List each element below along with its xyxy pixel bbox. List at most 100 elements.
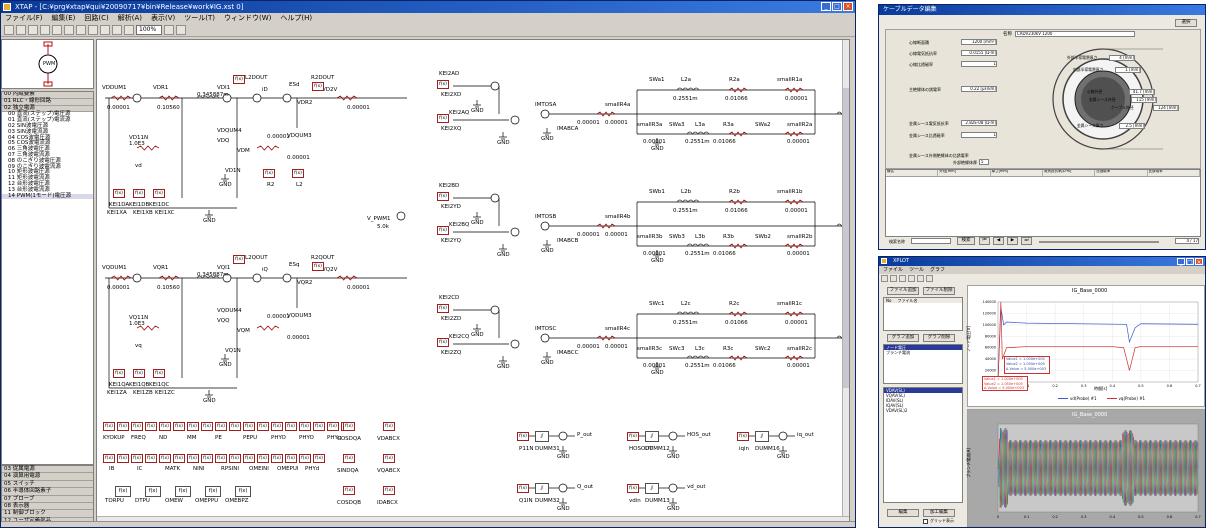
fx-cos-block[interactable]: f(x) (383, 486, 395, 495)
zoom-out-icon[interactable] (124, 25, 134, 35)
fx-cos-block[interactable]: f(x) (383, 422, 395, 431)
tree-category[interactable]: 05 スイッチ (2, 480, 93, 489)
graph-menu-file[interactable]: ファイル (883, 267, 904, 273)
tree-category[interactable]: 07 プローブ (2, 495, 93, 504)
tree-item[interactable]: 05 COS波電流源 (8, 140, 51, 147)
tree-item[interactable]: 02 SIN波電圧源 (8, 122, 48, 129)
graph-maximize-button[interactable]: □ (1186, 258, 1194, 266)
tree-category[interactable]: 04 演算用電源 (2, 473, 93, 481)
fx-param-block[interactable]: f(x) (257, 454, 269, 463)
fx-kei-a[interactable]: f(x) (113, 369, 125, 378)
variable-item[interactable]: VQAV(SL) (886, 393, 905, 398)
tree-item[interactable]: 13 台形波電流源 (8, 186, 50, 193)
fx-param-block[interactable]: f(x) (201, 454, 213, 463)
tree-item[interactable]: 14 PWM(1モード)電圧源 (2, 193, 93, 200)
variable-item[interactable]: IDAV(SL) (886, 398, 904, 403)
graph-close-button[interactable]: × (1195, 258, 1203, 266)
limiter-block[interactable]: ⫽ (645, 431, 659, 442)
menu-edit[interactable]: 編集(E) (51, 14, 76, 22)
variable-list[interactable]: VDAV(SL)VQAV(SL)IDAV(SL)IQAV(SL)VDAV(SL)… (883, 387, 963, 503)
fx-param-block[interactable]: f(x) (313, 422, 325, 431)
tree-item[interactable]: 11 矩形波電流源 (8, 175, 50, 182)
fx-param-block[interactable]: f(x) (243, 454, 255, 463)
fx-cos-block[interactable]: f(x) (343, 422, 355, 431)
cable-param-field[interactable]: 1 (961, 132, 997, 138)
vertical-scroll-thumb[interactable] (843, 88, 849, 388)
fx-bottom-block[interactable]: f(x) (175, 486, 191, 497)
fx-param-block[interactable]: f(x) (117, 454, 129, 463)
add-file-button[interactable]: ファイル追加 (887, 287, 919, 295)
cable-param-field[interactable]: 0.22 [μF/km] (961, 86, 997, 92)
fx-param-block[interactable]: f(x) (173, 422, 185, 431)
limiter-block[interactable]: ⫽ (535, 483, 549, 494)
graph-print-icon[interactable] (899, 275, 906, 282)
copy-icon[interactable] (52, 25, 62, 35)
tree-item[interactable]: 08 のこぎり波電圧源 (8, 157, 61, 164)
menu-circuit[interactable]: 回路(C) (84, 14, 109, 22)
fx-param-block[interactable]: f(x) (299, 454, 311, 463)
cable-nav-button[interactable]: 検索 (957, 237, 975, 245)
undo-icon[interactable] (76, 25, 86, 35)
limiter-block[interactable]: ⫽ (755, 431, 769, 442)
graph-minimize-button[interactable]: _ (1177, 258, 1185, 266)
graph-cursor-icon[interactable] (917, 275, 924, 282)
fx-param-block[interactable]: f(x) (145, 454, 157, 463)
variable-item[interactable]: VDAV(SL)2 (886, 408, 908, 413)
cable-slider[interactable] (1039, 241, 1159, 243)
cable-nav-button[interactable]: ⏮ (979, 237, 990, 245)
fx-bottom-block[interactable]: f(x) (205, 486, 221, 497)
zoom-select[interactable]: 100% (136, 25, 162, 35)
fx-l2dout[interactable]: f(x) (233, 255, 245, 264)
fx-param-block[interactable]: f(x) (299, 422, 311, 431)
grid-checkbox[interactable] (923, 519, 928, 524)
fx-bottom-block[interactable]: f(x) (115, 486, 131, 497)
cable-dim-field[interactable]: 2.5 [mm] (1119, 123, 1145, 129)
close-button[interactable]: × (843, 2, 853, 11)
tree-item[interactable]: 01 直流(ステップ)電流源 (8, 117, 71, 124)
fx-param-block[interactable]: f(x) (243, 422, 255, 431)
fx-r2dout[interactable]: f(x) (312, 262, 324, 271)
tree-category[interactable]: 00 内蔵要素 (2, 92, 93, 99)
cable-dim-field[interactable]: 4 [mm] (1109, 55, 1135, 61)
tree-item[interactable]: 10 矩形波電圧源 (8, 169, 50, 176)
cable-sheath-field[interactable]: 5 (979, 159, 989, 165)
tree-category[interactable]: 08 表示器 (2, 503, 93, 511)
fx-param-block[interactable]: f(x) (159, 454, 171, 463)
fx-probe-in[interactable]: f(x) (517, 484, 529, 493)
fx-bottom-block[interactable]: f(x) (145, 486, 161, 497)
fx-kei-bot[interactable]: f(x) (437, 226, 449, 235)
cable-dim-field[interactable]: 124 [mm] (1153, 105, 1179, 111)
menu-help[interactable]: ヘルプ(H) (280, 14, 313, 22)
fx-r2dout[interactable]: f(x) (312, 82, 324, 91)
fx-probe-in[interactable]: f(x) (627, 432, 639, 441)
fx-kei-bot[interactable]: f(x) (437, 338, 449, 347)
graph-type-list[interactable]: ノード電圧 ブランチ電流 (883, 344, 963, 384)
fx-param-block[interactable]: f(x) (187, 422, 199, 431)
tree-item[interactable]: 07 三角波電流源 (8, 151, 50, 158)
menu-window[interactable]: ウィンドウ(W) (224, 14, 272, 22)
process-edit-button[interactable]: 加工編集 (923, 509, 955, 517)
fx-cos-block[interactable]: f(x) (343, 454, 355, 463)
fx-kei-c[interactable]: f(x) (153, 189, 165, 198)
tree-item[interactable]: 00 直流(ステップ)電圧源 (8, 111, 71, 118)
run-icon[interactable] (164, 25, 174, 35)
fx-kei-b[interactable]: f(x) (133, 369, 145, 378)
minimize-button[interactable]: _ (821, 2, 831, 11)
fx-param-block[interactable]: f(x) (131, 454, 143, 463)
fx-kei-bot[interactable]: f(x) (437, 114, 449, 123)
fx-param-block[interactable]: f(x) (229, 422, 241, 431)
cable-nav-button[interactable]: ◀ (993, 237, 1004, 245)
graph-open-icon[interactable] (881, 275, 888, 282)
fx-param-block[interactable]: f(x) (201, 422, 213, 431)
cable-dim-field[interactable]: 1 [mm] (1115, 67, 1141, 73)
fx-bottom-block[interactable]: f(x) (235, 486, 251, 497)
cable-param-field[interactable]: 0.0155 [Ω·m] (961, 50, 997, 56)
cable-param-field[interactable]: 2.82E-08 [Ω·m] (961, 120, 997, 126)
tree-item[interactable]: 03 SIN波電流源 (8, 128, 48, 135)
limiter-block[interactable]: ⫽ (535, 431, 549, 442)
tree-category[interactable]: 11 制御ブロック (2, 510, 93, 518)
variable-item[interactable]: IQAV(SL) (886, 403, 904, 408)
cable-dim-field[interactable]: 41.7 [mm] (1129, 89, 1155, 95)
